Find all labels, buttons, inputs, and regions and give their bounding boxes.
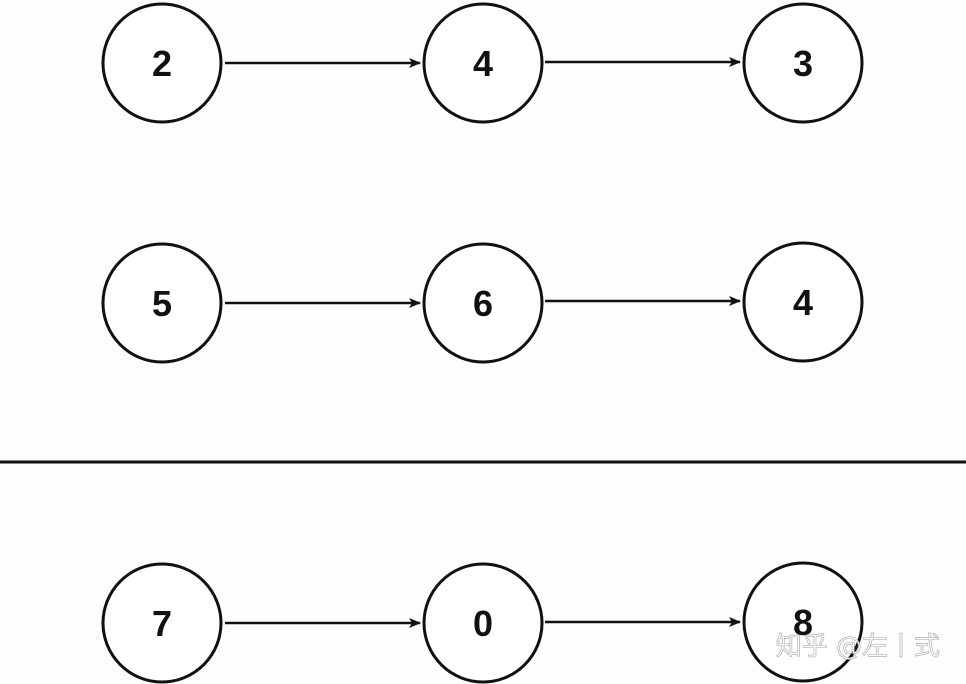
node-l2-0: 5 — [101, 242, 223, 364]
node-l1-1: 4 — [422, 2, 544, 124]
list-l1: 2 4 3 — [101, 2, 864, 124]
watermark-text: 知乎 @左丨式 — [776, 632, 940, 662]
node-value: 5 — [152, 283, 172, 324]
node-value: 2 — [152, 43, 172, 84]
node-l1-0: 2 — [101, 2, 223, 124]
node-value: 6 — [473, 283, 493, 324]
node-result-0: 7 — [101, 562, 223, 684]
node-value: 3 — [793, 43, 813, 84]
node-result-2: 8 — [742, 561, 864, 683]
node-result-1: 0 — [422, 562, 544, 684]
node-value: 4 — [473, 43, 493, 84]
list-result: 7 0 8 — [101, 561, 864, 684]
node-value: 4 — [793, 282, 813, 323]
node-l1-2: 3 — [742, 2, 864, 124]
node-l2-1: 6 — [422, 242, 544, 364]
node-l2-2: 4 — [742, 241, 864, 363]
node-value: 7 — [152, 603, 172, 644]
node-value: 8 — [793, 602, 813, 643]
list-l2: 5 6 4 — [101, 241, 864, 364]
node-value: 0 — [473, 603, 493, 644]
